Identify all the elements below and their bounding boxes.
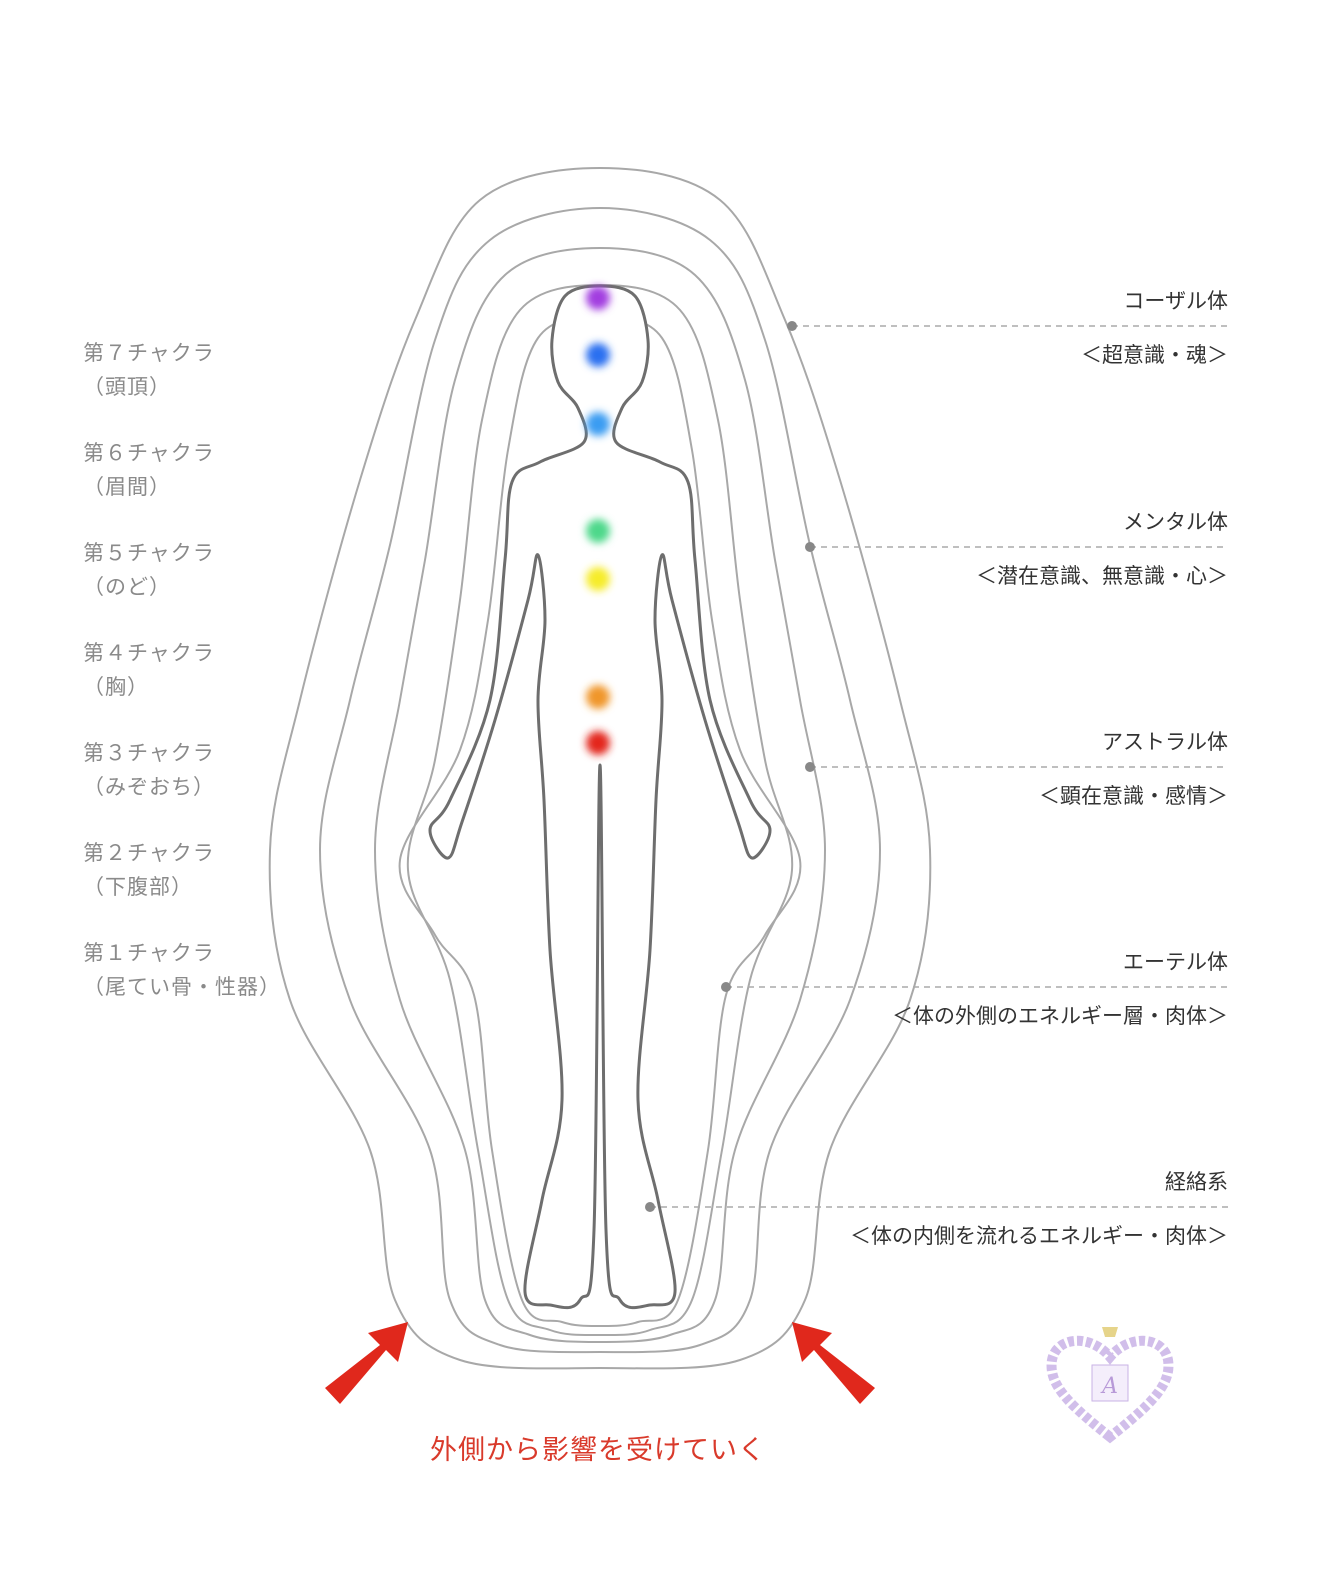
chakra-name: 第４チャクラ [83, 641, 215, 665]
chakra-dot-4 [586, 519, 610, 543]
heart-logo: A [1046, 1327, 1174, 1444]
right-arrow-icon [792, 1322, 875, 1404]
chakra-dot-5 [586, 412, 610, 436]
chakra-label: 第２チャクラ （下腹部） [83, 836, 215, 904]
chakra-dot-6 [586, 343, 610, 367]
chakra-dots [586, 286, 610, 755]
chakra-place: （尾てい骨・性器） [83, 975, 281, 999]
chakra-place: （のど） [83, 575, 171, 599]
chakra-name: 第６チャクラ [83, 441, 215, 465]
chakra-name: 第２チャクラ [83, 841, 215, 865]
chakra-label: 第３チャクラ （みぞおち） [83, 736, 215, 804]
chakra-place: （みぞおち） [83, 775, 215, 799]
aura-layer-4 [406, 283, 794, 1337]
aura-layer-3 [373, 246, 827, 1343]
layer-description: ＜超意識・魂＞ [1081, 343, 1228, 367]
left-arrow-icon [325, 1322, 408, 1404]
layer-name: メンタル体 [1123, 510, 1228, 534]
chakra-label: 第４チャクラ （胸） [83, 636, 215, 704]
chakra-name: 第５チャクラ [83, 541, 215, 565]
leader-dot [787, 321, 797, 331]
chakra-label: 第６チャクラ （眉間） [83, 436, 215, 504]
chakra-name: 第３チャクラ [83, 741, 215, 765]
chakra-place: （胸） [83, 675, 149, 699]
chakra-place: （下腹部） [83, 875, 193, 899]
logo-letter: A [1100, 1374, 1118, 1399]
leader-dot [805, 762, 815, 772]
leader-dot [645, 1202, 655, 1212]
leader-dot [805, 542, 815, 552]
layer-leader-lines [645, 321, 1228, 1212]
chakra-label: 第７チャクラ （頭頂） [83, 336, 215, 404]
chakra-name: 第１チャクラ [83, 941, 215, 965]
aura-layer-1 [268, 166, 932, 1370]
chakra-label: 第５チャクラ （のど） [83, 536, 215, 604]
layer-description: ＜体の外側のエネルギー層・肉体＞ [892, 1004, 1228, 1028]
chakra-place: （頭頂） [83, 375, 171, 399]
chakra-dot-1 [586, 731, 610, 755]
chakra-name: 第７チャクラ [83, 341, 215, 365]
layer-name: アストラル体 [1102, 730, 1228, 754]
leader-dot [721, 982, 731, 992]
chakra-dot-7 [586, 286, 610, 310]
layer-name: 経絡系 [1165, 1170, 1228, 1194]
layer-description: ＜潜在意識、無意識・心＞ [976, 564, 1228, 588]
aura-layer-5 [398, 316, 802, 1328]
caption: 外側から影響を受けていく [430, 1435, 766, 1466]
aura-layers [268, 166, 932, 1370]
layer-name: コーザル体 [1123, 289, 1228, 313]
human-body-outline [428, 284, 772, 1310]
layer-description: ＜体の内側を流れるエネルギー・肉体＞ [850, 1224, 1228, 1248]
layer-description: ＜顕在意識・感情＞ [1039, 784, 1228, 808]
aura-layer-2 [318, 206, 882, 1354]
layer-name: エーテル体 [1123, 950, 1228, 974]
chakra-dot-3 [586, 567, 610, 591]
chakra-dot-2 [586, 685, 610, 709]
chakra-label: 第１チャクラ （尾てい骨・性器） [83, 936, 281, 1004]
chakra-place: （眉間） [83, 475, 171, 499]
